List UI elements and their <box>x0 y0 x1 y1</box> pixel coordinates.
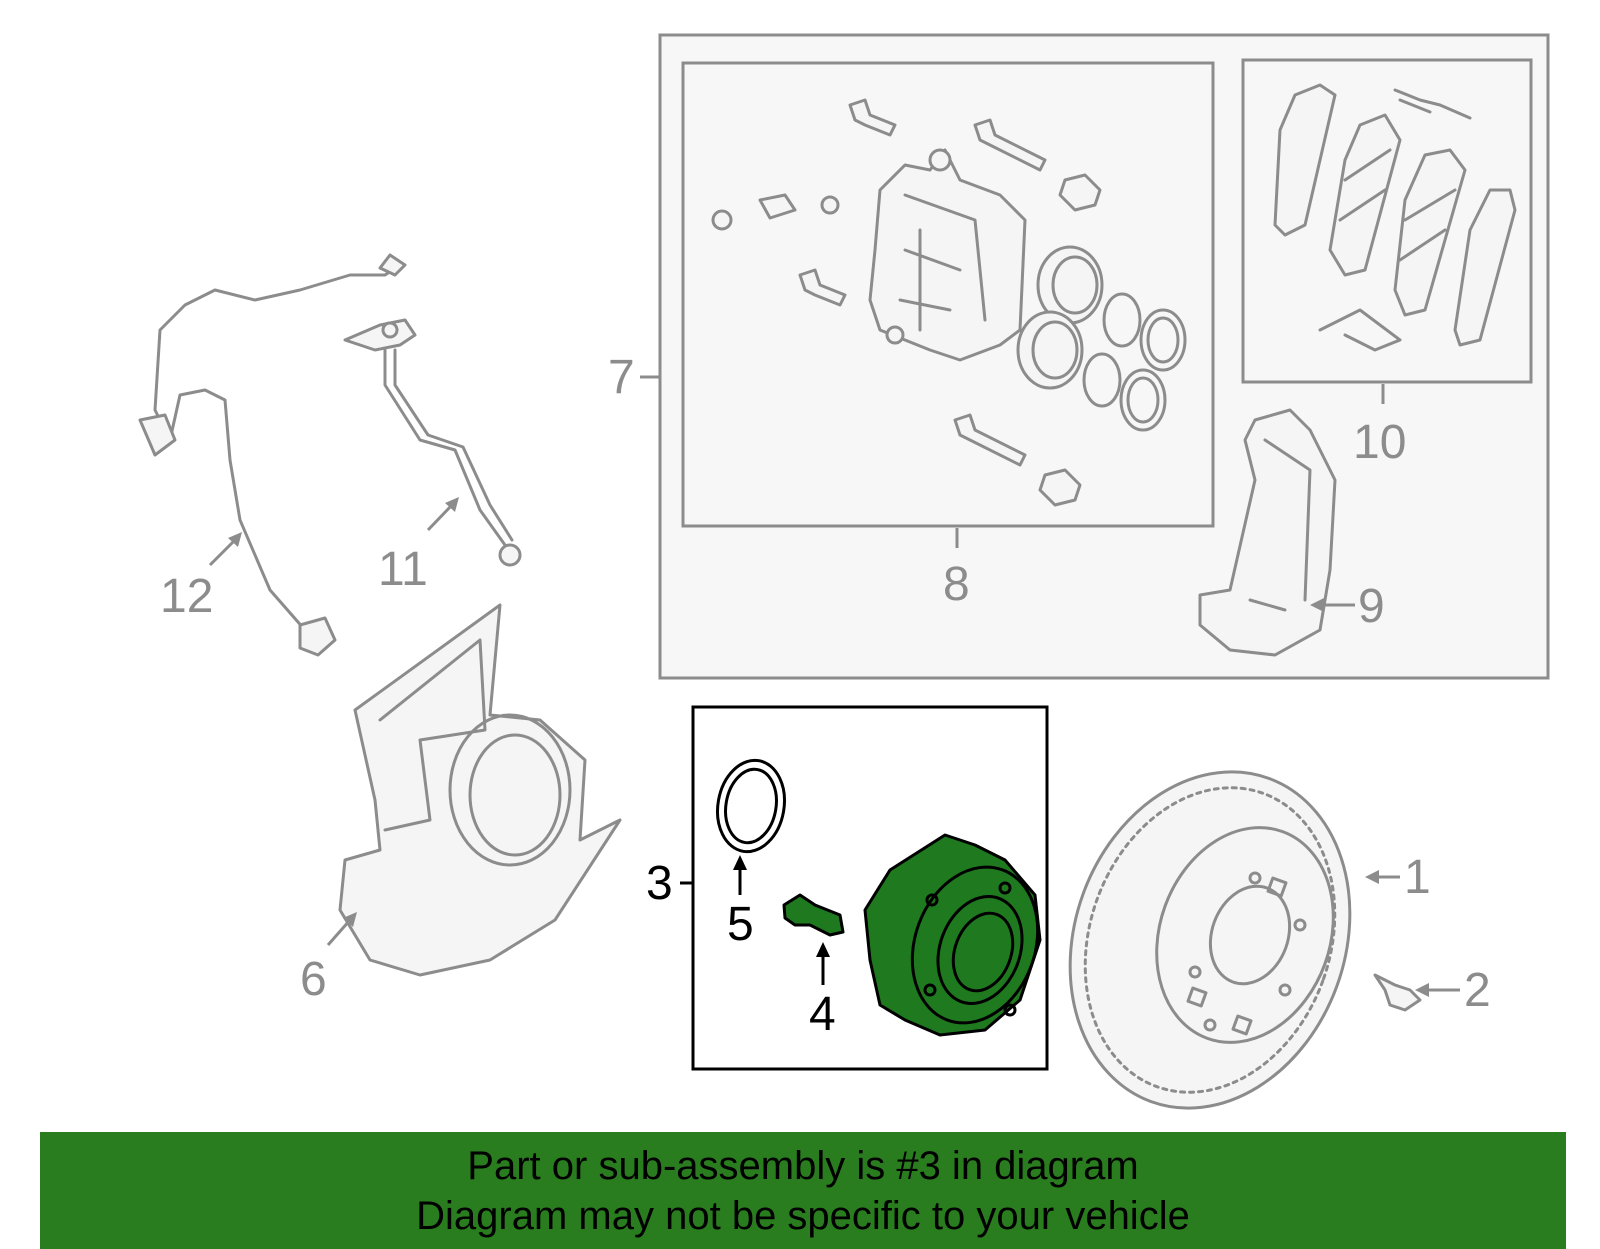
callout-5: 5 <box>727 898 754 951</box>
wheel-speed-sensor <box>138 253 407 657</box>
boot-lower <box>1038 468 1082 507</box>
bleeder-screw <box>711 193 840 231</box>
piston-lower <box>1016 310 1084 390</box>
caliper-body <box>868 148 1027 362</box>
callout-6: 6 <box>300 953 327 1006</box>
callout-10: 10 <box>1353 416 1406 469</box>
brake-hose <box>343 318 522 567</box>
callout-11: 11 <box>378 543 428 596</box>
wheel-hub-bearing <box>863 833 1042 1037</box>
guide-pin-lower <box>953 413 1027 467</box>
callout-1: 1 <box>1404 851 1431 904</box>
callout-8: 8 <box>943 558 970 611</box>
banner-line-2: Diagram may not be specific to your vehi… <box>416 1193 1190 1238</box>
callout-12: 12 <box>160 570 213 623</box>
callout-4: 4 <box>809 988 836 1041</box>
hub-bolt <box>782 893 845 937</box>
caliper-bracket <box>1198 408 1337 657</box>
caliper-bolt-lower <box>798 268 847 307</box>
banner-line-1: Part or sub-assembly is #3 in diagram <box>467 1143 1139 1188</box>
boot-upper <box>1058 173 1102 212</box>
piston-seals <box>1082 292 1187 432</box>
rotor-screw <box>1373 973 1422 1012</box>
seal-ring <box>716 758 786 854</box>
leader-lines <box>208 375 1460 997</box>
brake-rotor <box>1068 770 1352 1110</box>
brake-pads <box>1273 83 1517 352</box>
info-banner: Part or sub-assembly is #3 in diagram Di… <box>40 1132 1566 1249</box>
caliper-bolt-upper <box>848 98 897 137</box>
dust-shield <box>338 603 622 977</box>
callout-7: 7 <box>608 351 635 404</box>
callout-9: 9 <box>1358 580 1385 633</box>
callout-2: 2 <box>1464 964 1491 1017</box>
callout-3: 3 <box>646 857 673 910</box>
guide-pin-upper <box>973 118 1047 172</box>
